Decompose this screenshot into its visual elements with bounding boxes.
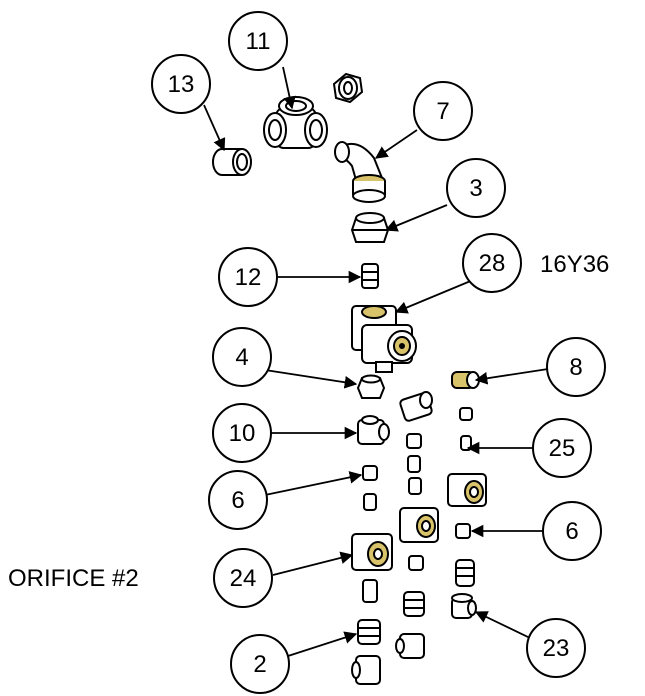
orifice-note: ORIFICE #2 <box>8 565 139 592</box>
part-bottom-fittings <box>351 633 425 685</box>
callout-7: 7 <box>413 81 473 141</box>
leader-4 <box>264 369 358 389</box>
callout-24: 24 <box>213 548 273 608</box>
callout-2-label: 2 <box>253 651 266 678</box>
leader-3 <box>384 204 448 232</box>
callout-13-label: 13 <box>168 71 195 98</box>
part-23-fitting <box>451 593 477 619</box>
part-valve-right <box>447 473 487 507</box>
callout-6-left-label: 6 <box>231 487 244 514</box>
part-11-tee <box>263 96 328 149</box>
callout-6-right-label: 6 <box>565 518 578 545</box>
callout-11-label: 11 <box>246 28 271 55</box>
callout-13: 13 <box>151 54 211 114</box>
callout-8-label: 8 <box>569 354 582 381</box>
leader-13 <box>203 104 226 152</box>
callout-8: 8 <box>546 337 606 397</box>
part-3-reducer <box>350 212 390 243</box>
part-24-orifice-valve <box>351 533 393 571</box>
callout-28-label: 28 <box>479 250 506 277</box>
callout-28: 28 <box>462 233 522 293</box>
part-4-bushing <box>356 374 386 399</box>
callout-4-label: 4 <box>235 344 248 371</box>
leader-lines <box>203 66 549 657</box>
part-small-fittings-center <box>362 407 473 539</box>
callout-3: 3 <box>446 158 506 218</box>
part-8-plug <box>451 371 480 389</box>
part-lower-fittings <box>362 555 475 617</box>
callout-3-label: 3 <box>469 175 482 202</box>
part-7-elbow <box>334 141 386 203</box>
callout-11: 11 <box>228 11 288 71</box>
leader-2 <box>287 631 358 657</box>
callout-25: 25 <box>532 418 592 478</box>
part-2-fitting <box>357 619 381 645</box>
part-28-valve <box>351 305 417 373</box>
callout-10: 10 <box>212 403 272 463</box>
callout-23: 23 <box>526 618 586 678</box>
callout-12-label: 12 <box>235 264 262 291</box>
leader-11 <box>282 66 296 110</box>
leader-28 <box>394 279 474 314</box>
valve-model-note: 16Y36 <box>540 251 609 278</box>
callout-23-label: 23 <box>543 635 570 662</box>
callout-6-left: 6 <box>208 470 268 530</box>
callout-25-label: 25 <box>549 435 576 462</box>
leader-8 <box>474 368 549 385</box>
leader-24 <box>272 551 354 576</box>
part-10-tee <box>357 415 390 445</box>
callout-10-label: 10 <box>229 420 256 447</box>
callout-12: 12 <box>218 247 278 307</box>
part-13-nipple <box>212 148 252 176</box>
callout-4: 4 <box>212 327 272 387</box>
part-valve-center <box>399 507 439 543</box>
callout-2: 2 <box>230 634 290 694</box>
leader-6-left <box>264 471 363 496</box>
part-valve-mid-a <box>399 391 433 422</box>
leader-7 <box>374 129 418 159</box>
callout-6-right: 6 <box>542 501 602 561</box>
part-12-nipple <box>361 263 379 289</box>
part-bushing-top <box>332 72 364 104</box>
callout-24-label: 24 <box>230 565 257 592</box>
callout-7-label: 7 <box>436 98 449 125</box>
leader-23 <box>474 611 531 639</box>
